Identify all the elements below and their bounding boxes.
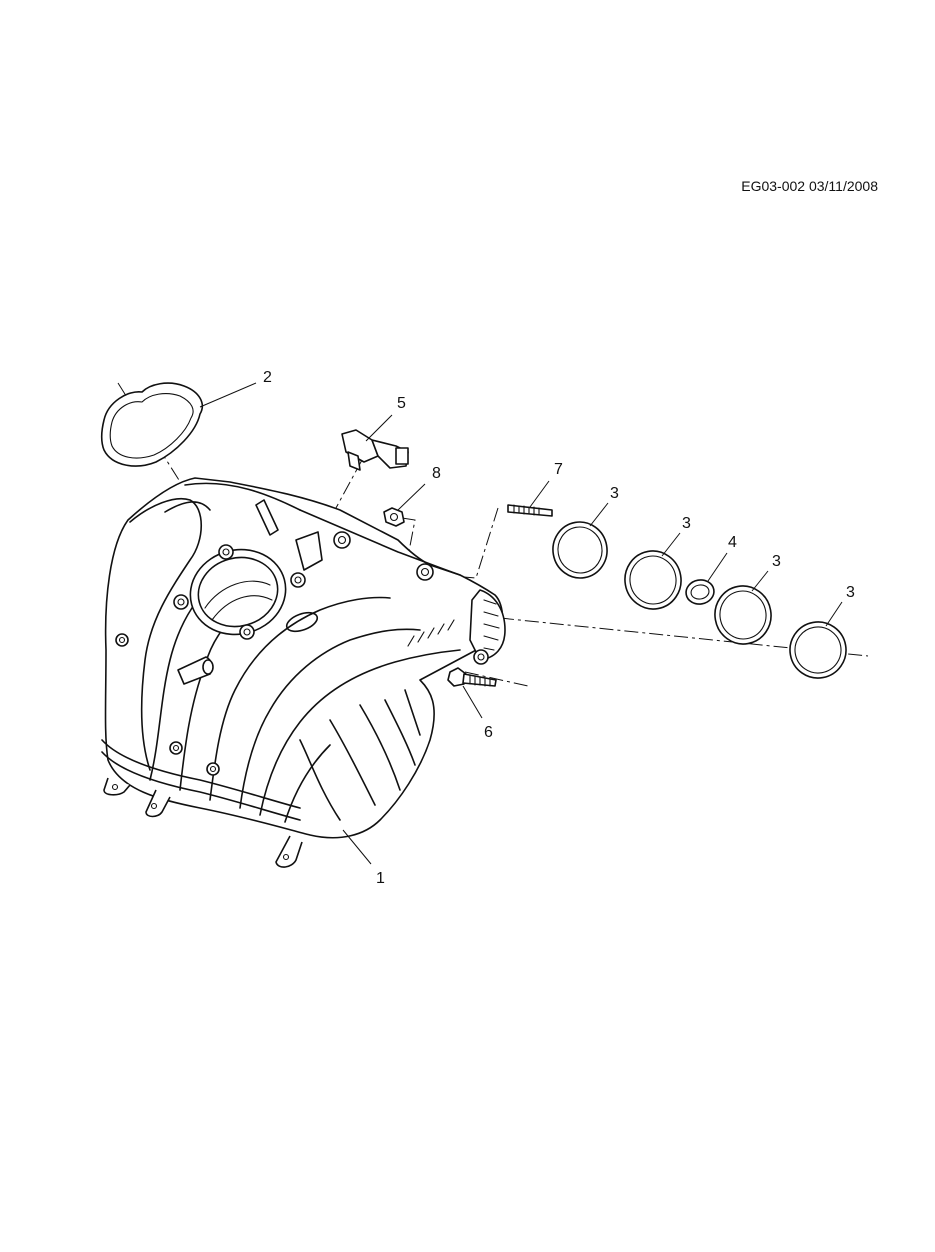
- drawing-id-stamp: EG03-002 03/11/2008: [741, 178, 878, 194]
- callout-5-sensor: 5: [397, 395, 406, 412]
- callout-8-nut: 8: [432, 465, 441, 482]
- callout-labels: 1 2 3 3 3 3 4 5 6 7 8: [263, 369, 855, 887]
- port-gasket-d: [789, 621, 847, 679]
- callout-4-small-seal: 4: [728, 534, 737, 551]
- port-gasket-c: [714, 585, 772, 645]
- port-gasket-a: [552, 521, 608, 579]
- intake-manifold: [101, 477, 506, 868]
- callout-7-stud: 7: [554, 461, 563, 478]
- callout-leaders: [199, 382, 843, 865]
- callout-3-port-gasket-b: 3: [682, 515, 691, 532]
- callout-3-port-gasket-c: 3: [772, 553, 781, 570]
- callout-6-bolt: 6: [484, 724, 493, 741]
- callout-1-intake-manifold: 1: [376, 870, 385, 887]
- throttle-gasket: [100, 382, 204, 467]
- stud: [507, 504, 553, 517]
- port-gasket-b: [624, 550, 682, 610]
- callout-3-port-gasket-a: 3: [610, 485, 619, 502]
- callout-3-port-gasket-d: 3: [846, 584, 855, 601]
- callout-2-throttle-gasket: 2: [263, 369, 272, 386]
- map-sensor: [341, 429, 409, 471]
- small-seal: [685, 579, 715, 605]
- nut: [383, 507, 405, 527]
- bolt: [447, 667, 497, 687]
